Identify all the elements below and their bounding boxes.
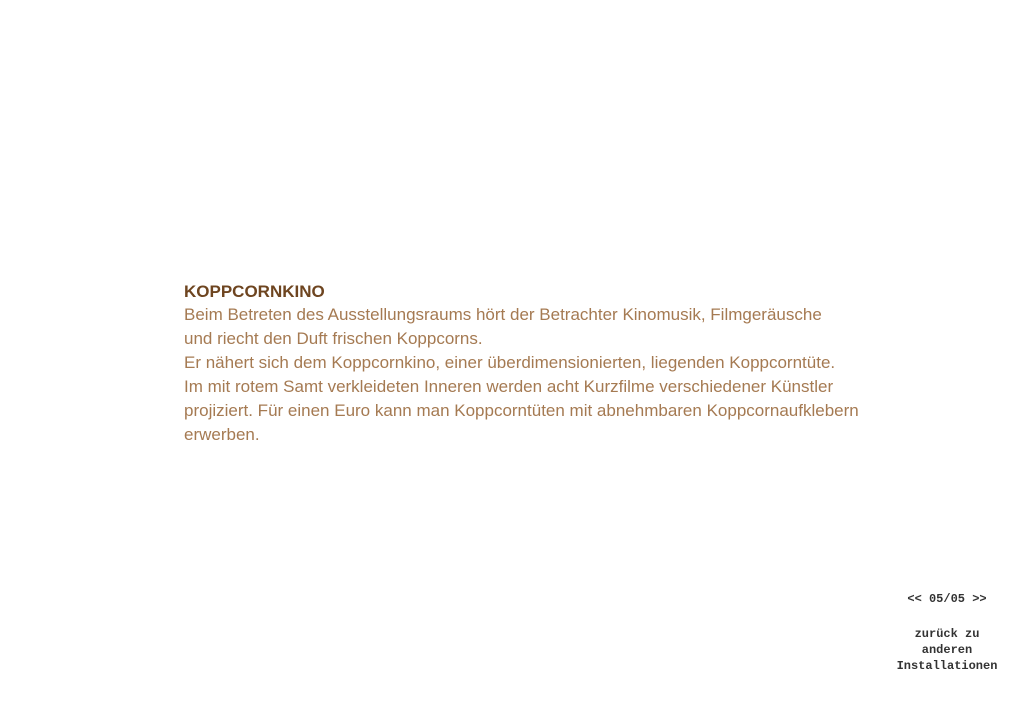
back-to-installations-link[interactable]: zurück zu anderen Installationen: [880, 626, 1014, 674]
text-line: Beim Betreten des Ausstellungsraums hört…: [184, 305, 822, 324]
page-title: KOPPCORNKINO: [184, 282, 325, 301]
text-line: projiziert. Für einen Euro kann man Kopp…: [184, 401, 859, 420]
text-line: und riecht den Duft frischen Koppcorns.: [184, 329, 483, 348]
pagination: << 05/05 >>: [880, 592, 1014, 606]
previous-link[interactable]: <<: [907, 592, 922, 606]
page-indicator: 05/05: [928, 592, 965, 606]
text-line: Im mit rotem Samt verkleideten Inneren w…: [184, 377, 834, 396]
back-link-line: anderen: [921, 643, 973, 657]
text-line: Er nähert sich dem Koppcornkino, einer ü…: [184, 353, 836, 372]
back-link-line: zurück zu: [914, 627, 980, 641]
next-link[interactable]: >>: [972, 592, 987, 606]
text-line: erwerben.: [184, 425, 260, 444]
installation-description: KOPPCORNKINO Beim Betreten des Ausstellu…: [184, 281, 984, 447]
back-link-line: Installationen: [896, 659, 998, 673]
